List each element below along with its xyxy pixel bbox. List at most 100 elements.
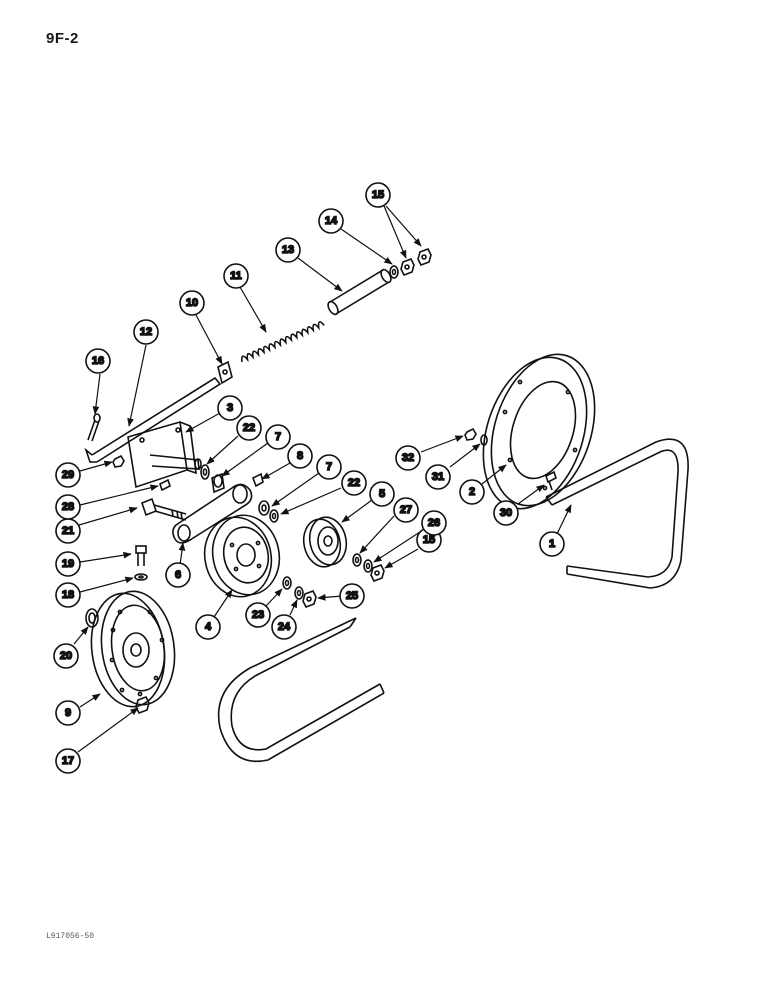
leader-28: [79, 484, 159, 506]
leader-9: [79, 693, 101, 708]
callout-10: 10: [179, 290, 205, 316]
leader-19: [79, 551, 132, 563]
leader-6: [178, 542, 186, 566]
callout-6: 6: [165, 562, 191, 588]
callout-7b: 7: [316, 454, 342, 480]
callout-7a-label: 7: [275, 431, 281, 443]
leader-25: [317, 594, 343, 601]
callout-7a: 7: [265, 424, 291, 450]
callout-19: 19: [55, 551, 81, 577]
callout-15b-label: 15: [423, 534, 435, 546]
callout-24: 24: [271, 614, 297, 640]
callout-23: 23: [245, 602, 271, 628]
part-nut-29: [112, 454, 125, 468]
leader-21: [78, 506, 138, 526]
part-adjusting-rod: [84, 376, 222, 463]
callout-16-label: 16: [92, 355, 104, 367]
leader-20: [73, 626, 89, 645]
part-idler-pulley-5: [302, 516, 348, 568]
part-washer-24: [294, 586, 304, 600]
leader-14: [340, 228, 393, 265]
part-washer-22-upper: [200, 464, 210, 480]
leader-26: [373, 529, 424, 563]
leader-31: [449, 443, 481, 468]
callout-7b-label: 7: [326, 461, 332, 473]
leader-2: [481, 464, 507, 485]
callout-9-label: 9: [65, 707, 71, 719]
leader-15c: [384, 548, 419, 569]
part-idler-pulley-4: [203, 514, 281, 598]
leader-27: [359, 515, 395, 554]
callout-22b-label: 22: [348, 477, 360, 489]
part-v-belt-1: [545, 438, 689, 589]
part-nut-25: [302, 589, 317, 609]
leader-7b: [271, 472, 320, 507]
part-idler-arm: [172, 483, 253, 544]
part-drive-pulley-9: [90, 590, 176, 708]
part-washer-18: [134, 573, 148, 581]
leader-5: [341, 499, 373, 523]
leader-30: [517, 484, 545, 505]
part-washer-31: [480, 434, 488, 446]
part-grease-fitting: [251, 472, 264, 488]
callout-25: 25: [339, 583, 365, 609]
callout-21-label: 21: [62, 525, 74, 537]
callout-24-label: 24: [278, 621, 291, 633]
leader-22b: [280, 487, 342, 515]
callout-29: 29: [55, 462, 81, 488]
leader-24: [289, 599, 298, 616]
callout-9: 9: [55, 700, 81, 726]
part-bolt-19: [135, 545, 147, 566]
callout-1-label: 1: [549, 538, 555, 550]
leader-22a: [206, 435, 239, 465]
callout-8: 8: [287, 443, 313, 469]
callout-25-label: 25: [346, 590, 358, 602]
callout-3: 3: [217, 395, 243, 421]
callout-32: 32: [395, 445, 421, 471]
callout-28: 28: [55, 494, 81, 520]
callout-1: 1: [539, 531, 565, 557]
callout-31: 31: [425, 464, 451, 490]
leader-7a: [221, 442, 269, 477]
part-washer-23: [282, 576, 292, 590]
part-nut-15-lower: [370, 563, 385, 583]
callout-23-label: 23: [252, 609, 264, 621]
leader-8: [261, 462, 291, 480]
part-washer-22-lower: [269, 509, 279, 523]
callout-29-label: 29: [62, 469, 74, 481]
callout-2: 2: [459, 479, 485, 505]
callout-27-label: 27: [400, 504, 412, 516]
part-bushing-7-lower: [258, 500, 270, 516]
leader-4: [213, 589, 233, 618]
part-nut-32: [464, 427, 477, 441]
leader-1: [556, 504, 572, 535]
callout-12: 12: [133, 319, 159, 345]
part-nut-15-upper-b: [417, 247, 432, 267]
leader-13: [297, 257, 343, 292]
callout-20: 20: [53, 643, 79, 669]
callout-3-label: 3: [227, 402, 233, 414]
part-washer-26: [363, 559, 373, 573]
callout-27: 27: [393, 497, 419, 523]
callout-22a-label: 22: [243, 422, 255, 434]
callout-30-label: 30: [500, 507, 512, 519]
callout-21: 21: [55, 518, 81, 544]
leader-18: [79, 576, 134, 593]
callout-14-label: 14: [325, 215, 338, 227]
callout-2-label: 2: [469, 486, 475, 498]
callout-18: 18: [55, 582, 81, 608]
callout-22b: 22: [341, 470, 367, 496]
callout-22a: 22: [236, 415, 262, 441]
callout-13: 13: [275, 237, 301, 263]
leader-12: [127, 344, 147, 427]
callout-10-label: 10: [186, 297, 198, 309]
leader-15b: [385, 205, 422, 247]
callout-17: 17: [55, 748, 81, 774]
part-spring: [240, 321, 325, 363]
leader-32: [420, 435, 464, 453]
leader-16: [92, 373, 101, 415]
callout-20-label: 20: [60, 650, 72, 662]
part-nut-15-upper-a: [400, 257, 415, 277]
leader-23: [265, 588, 283, 607]
